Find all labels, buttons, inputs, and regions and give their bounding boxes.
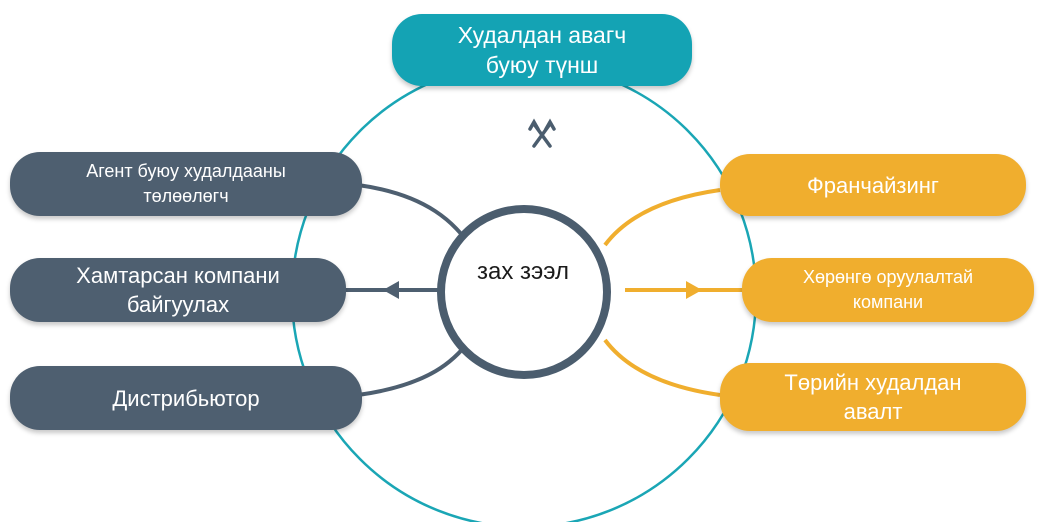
node-government-procurement: Төрийн худалдан авалт (720, 363, 1026, 431)
node-investment-company: Хөрөнгө оруулалтай компани (742, 258, 1034, 322)
right-connector-arc (603, 188, 745, 397)
node-franchising: Франчайзинг (720, 154, 1026, 216)
node-agent: Агент буюу худалдааны төлөөлөгч (10, 152, 362, 216)
node-label: Худалдан авагч буюу түнш (457, 22, 627, 78)
center-label: зах зээл (477, 258, 569, 285)
triangle-right-icon (686, 281, 702, 299)
node-distributor: Дистрибьютор (10, 366, 362, 430)
triangle-left-icon (383, 281, 399, 299)
node-label: Агент буюу худалдааны төлөөлөгч (86, 161, 286, 206)
node-label: Хамтарсан компани байгуулах (76, 263, 280, 317)
shuffle-arrows-icon (528, 118, 556, 148)
node-label: Дистрибьютор (112, 385, 260, 411)
node-label: Төрийн худалдан авалт (784, 370, 962, 424)
node-buyer-partner: Худалдан авагч буюу түнш (392, 14, 692, 86)
node-label: Хөрөнгө оруулалтай компани (802, 267, 974, 312)
node-label: Франчайзинг (807, 172, 939, 198)
center-hub (437, 205, 611, 379)
node-joint-venture: Хамтарсан компани байгуулах (10, 258, 346, 322)
